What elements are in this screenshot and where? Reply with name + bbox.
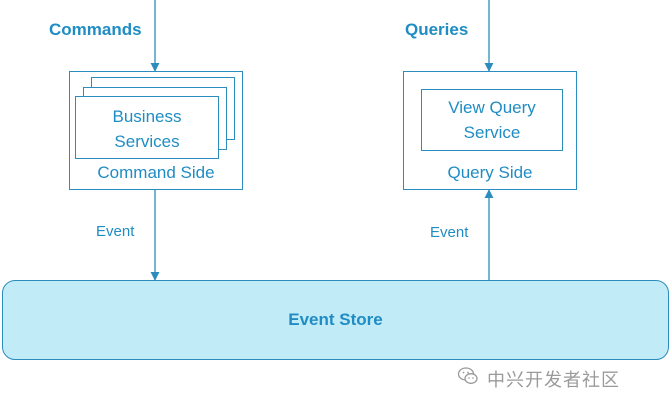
view-query-service-card: View Query Service xyxy=(421,89,563,151)
business-services-line1: Business xyxy=(112,107,182,126)
query-side-caption: Query Side xyxy=(447,163,533,182)
event-store-label: Event Store xyxy=(288,310,383,329)
commands-label: Commands xyxy=(49,20,142,39)
wechat-icon xyxy=(457,365,479,387)
event-store: Event Store xyxy=(2,280,669,360)
query-side-box: View Query Service Query Side xyxy=(403,71,577,190)
command-side-caption: Command Side xyxy=(97,163,215,182)
watermark-text: 中兴开发者社区 xyxy=(487,370,620,390)
queries-label: Queries xyxy=(405,20,469,39)
business-services-line2: Services xyxy=(114,132,180,151)
view-query-service-line1: View Query xyxy=(448,98,536,117)
command-side-box: Business Services Command Side xyxy=(69,71,243,190)
event-label-right: Event xyxy=(430,224,469,241)
view-query-service-line2: Service xyxy=(463,123,521,142)
event-label-left: Event xyxy=(96,223,135,240)
business-services-card: Business Services xyxy=(75,96,219,159)
